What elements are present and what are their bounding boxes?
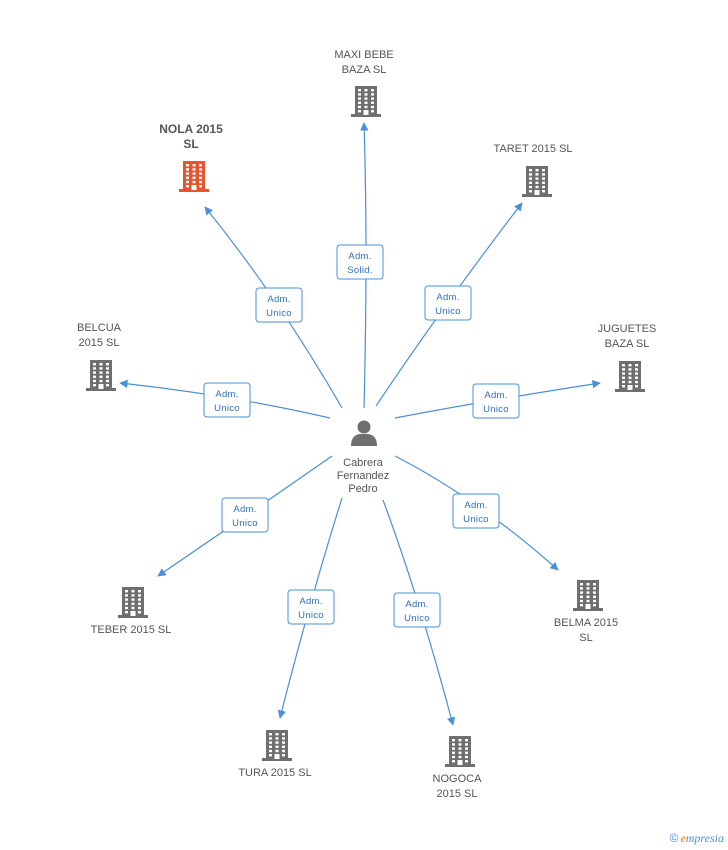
company-node-nogoca[interactable]: NOGOCA 2015 SL xyxy=(433,736,483,800)
company-name: SL xyxy=(183,137,198,151)
role-text: Adm. xyxy=(405,599,428,610)
role-text: Adm. xyxy=(267,294,290,305)
company-name: BELCUA xyxy=(77,322,122,334)
building-icon xyxy=(445,736,475,767)
role-badge-taret: Adm. Unico xyxy=(424,285,472,321)
person-name: Fernandez xyxy=(337,470,390,482)
brand-name: mpresia xyxy=(685,831,724,845)
role-text: Unico xyxy=(232,518,258,529)
role-badge-nogoca: Adm. Unico xyxy=(393,592,441,628)
role-text: Unico xyxy=(404,613,430,624)
building-icon xyxy=(118,587,148,618)
company-name: TARET 2015 SL xyxy=(493,143,572,155)
company-node-tura[interactable]: TURA 2015 SL xyxy=(238,730,312,779)
company-name: SL xyxy=(579,632,592,644)
role-text: Unico xyxy=(298,610,324,621)
roles-layer: Adm.Solid.Adm.UnicoAdm.UnicoAdm.UnicoAdm… xyxy=(203,244,520,628)
role-text: Adm. xyxy=(464,500,487,511)
building-icon xyxy=(522,166,552,197)
role-badge-maxi-bebe: Adm. Solid. xyxy=(336,244,384,280)
role-text: Adm. xyxy=(215,389,238,400)
company-node-maxi-bebe[interactable]: MAXI BEBE BAZA SL xyxy=(334,49,394,117)
role-badge-belma: Adm. Unico xyxy=(452,493,500,529)
role-text: Unico xyxy=(463,514,489,525)
role-text: Unico xyxy=(435,306,461,317)
building-icon xyxy=(86,360,116,391)
building-icon xyxy=(262,730,292,761)
company-name: JUGUETES xyxy=(598,323,657,335)
building-icon xyxy=(573,580,603,611)
role-text: Adm. xyxy=(484,390,507,401)
role-badge-nola: Adm. Unico xyxy=(255,287,303,323)
company-name: NOGOCA xyxy=(433,773,483,785)
company-name: NOLA 2015 xyxy=(159,122,223,136)
company-node-belcua[interactable]: BELCUA 2015 SL xyxy=(77,322,122,391)
role-text: Unico xyxy=(483,404,509,415)
company-name: MAXI BEBE xyxy=(334,49,393,61)
role-text: Solid. xyxy=(347,265,373,276)
company-name: TURA 2015 SL xyxy=(238,767,311,779)
company-node-taret[interactable]: TARET 2015 SL xyxy=(493,143,573,197)
role-text: Unico xyxy=(266,308,292,319)
company-node-teber[interactable]: TEBER 2015 SL xyxy=(91,587,172,636)
role-badge-juguetes: Adm. Unico xyxy=(472,383,520,419)
company-name: TEBER 2015 SL xyxy=(91,624,172,636)
company-name: BELMA 2015 xyxy=(554,617,618,629)
building-icon xyxy=(615,361,645,392)
role-badge-teber: Adm. Unico xyxy=(221,497,269,533)
role-text: Adm. xyxy=(299,596,322,607)
role-text: Adm. xyxy=(233,504,256,515)
copyright-symbol: © xyxy=(669,831,679,845)
company-name: BAZA SL xyxy=(342,64,387,76)
company-node-juguetes[interactable]: JUGUETES BAZA SL xyxy=(598,323,657,392)
role-text: Adm. xyxy=(436,292,459,303)
person-name: Cabrera xyxy=(343,457,384,469)
company-name: BAZA SL xyxy=(605,338,650,350)
company-name: 2015 SL xyxy=(79,337,120,349)
role-text: Adm. xyxy=(348,251,371,262)
company-name: 2015 SL xyxy=(437,788,478,800)
building-icon xyxy=(351,86,381,117)
role-badge-belcua: Adm. Unico xyxy=(203,382,251,418)
role-badge-tura: Adm. Unico xyxy=(287,589,335,625)
building-icon xyxy=(179,161,209,192)
role-text: Unico xyxy=(214,403,240,414)
brand-initial: e xyxy=(680,831,686,845)
person-icon xyxy=(351,420,377,446)
footer-brand: ©empresia xyxy=(670,831,724,846)
person-name: Pedro xyxy=(348,483,377,495)
